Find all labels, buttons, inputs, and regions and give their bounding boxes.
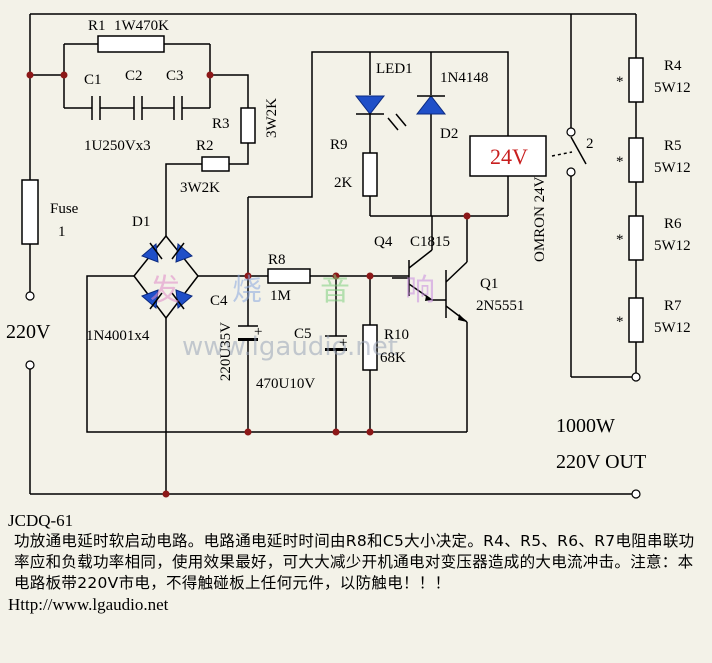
c1-label: C1 — [84, 72, 102, 88]
output-power-label: 1000W — [556, 415, 615, 437]
q4-transistor — [392, 277, 432, 301]
wiring — [29, 13, 637, 495]
r4-label: R4 — [664, 58, 682, 74]
q1-transistor — [458, 314, 467, 322]
output-terminal-top[interactable] — [631, 372, 641, 382]
r10-spec: 68K — [380, 350, 406, 366]
fuse — [21, 179, 39, 245]
c123-spec: 1U250Vx3 — [84, 138, 151, 154]
r4-spec: 5W12 — [654, 80, 691, 96]
circuit-code: JCDQ-61 — [8, 511, 74, 530]
c4-label: C4 — [210, 293, 228, 309]
r1-resistor — [97, 35, 165, 53]
r5-star: * — [616, 154, 624, 170]
c3-label: C3 — [166, 68, 184, 84]
r8-resistor — [267, 268, 311, 284]
bridge-spec: 1N4001x4 — [86, 328, 150, 344]
relay-coil-label: 24V — [490, 144, 528, 169]
c1-capacitor — [91, 96, 101, 120]
r2-spec: 3W2K — [180, 180, 220, 196]
components — [21, 35, 644, 371]
r9-spec: 2K — [334, 175, 353, 191]
website-link[interactable]: Http://www.lgaudio.net — [8, 595, 169, 614]
c5-label: C5 — [294, 326, 312, 342]
relay-coil — [469, 135, 547, 177]
r3-label: R3 — [212, 116, 230, 132]
fuse-number: 1 — [58, 224, 66, 240]
r5-resistor — [628, 137, 644, 183]
r9-resistor — [362, 152, 378, 197]
c3-capacitor — [173, 96, 183, 120]
relay-model-label: OMRON 24V — [532, 176, 548, 262]
c4-capacitor — [238, 325, 258, 341]
r4-resistor — [628, 57, 644, 103]
r8-label: R8 — [268, 252, 286, 268]
r1-label: R1 — [88, 18, 106, 34]
c4-polarity: + — [254, 324, 262, 340]
d2-label: D2 — [440, 126, 458, 142]
d1-label: D1 — [132, 214, 150, 230]
input-terminal-top[interactable] — [25, 291, 35, 301]
r10-label: R10 — [384, 327, 409, 343]
c4-spec: 220U35V — [218, 322, 234, 381]
c5-capacitor — [325, 335, 347, 351]
r7-spec: 5W12 — [654, 320, 691, 336]
watermark-char-2: 烧 — [232, 273, 262, 308]
relay-contact-bottom — [566, 167, 576, 177]
led1-label: LED1 — [376, 61, 413, 77]
r3-spec: 3W2K — [264, 98, 280, 138]
circuit-schematic: 发 烧 音 响 www.lgaudio.net R1 1W470K C1 C2 … — [6, 13, 691, 499]
fuse-label: Fuse — [50, 201, 79, 217]
r6-spec: 5W12 — [654, 238, 691, 254]
r2-resistor — [201, 156, 230, 172]
labels: R1 1W470K C1 C2 C3 1U250Vx3 R3 3W2K R2 3… — [6, 18, 691, 473]
bridge-rectifier — [133, 234, 199, 320]
input-terminal-bottom[interactable] — [25, 360, 35, 370]
r6-label: R6 — [664, 216, 682, 232]
r10-resistor — [362, 324, 378, 371]
description-panel: JCDQ-61 功放通电延时软启动电路。电路通电延时时间由R8和C5大小决定。R… — [8, 510, 708, 615]
c5-polarity: + — [339, 335, 347, 351]
c2-capacitor — [133, 96, 143, 120]
circuit-description: 功放通电延时软启动电路。电路通电延时时间由R8和C5大小决定。R4、R5、R6、… — [14, 532, 695, 592]
q1-part-label: 2N5551 — [476, 298, 524, 314]
bridge-diode-2 — [175, 243, 193, 263]
r6-star: * — [616, 232, 624, 248]
watermark-char-3: 音 — [320, 273, 350, 308]
watermark-char-4: 响 — [405, 273, 435, 308]
output-voltage-label: 220V OUT — [556, 451, 646, 473]
q1-label: Q1 — [480, 276, 498, 292]
terminals — [25, 127, 641, 499]
q4-part-label: C1815 — [410, 234, 450, 250]
watermark: 发 烧 音 响 www.lgaudio.net — [150, 273, 435, 362]
r8-spec: 1M — [270, 288, 291, 304]
watermark-char-1: 发 — [150, 273, 180, 308]
r4-star: * — [616, 74, 624, 90]
r7-resistor — [628, 297, 644, 343]
bridge-diode-1 — [141, 243, 159, 263]
d2-part-label: 1N4148 — [440, 70, 488, 86]
r1-spec: 1W470K — [114, 18, 169, 34]
junction-dots — [26, 71, 471, 498]
relay-contact-top — [566, 127, 576, 137]
r2-label: R2 — [196, 138, 214, 154]
r9-label: R9 — [330, 137, 348, 153]
relay-contact-label: 2 — [586, 136, 594, 152]
led1 — [354, 95, 407, 131]
r7-star: * — [616, 314, 624, 330]
q4-label: Q4 — [374, 234, 393, 250]
r7-label: R7 — [664, 298, 682, 314]
r3-resistor — [240, 107, 256, 144]
r5-label: R5 — [664, 138, 682, 154]
r5-spec: 5W12 — [654, 160, 691, 176]
r6-resistor — [628, 215, 644, 261]
output-terminal-bottom[interactable] — [631, 489, 641, 499]
d2-diode — [415, 95, 447, 115]
input-voltage-label: 220V — [6, 321, 51, 343]
c5-spec: 470U10V — [256, 376, 315, 392]
watermark-url: www.lgaudio.net — [182, 332, 398, 362]
c2-label: C2 — [125, 68, 143, 84]
